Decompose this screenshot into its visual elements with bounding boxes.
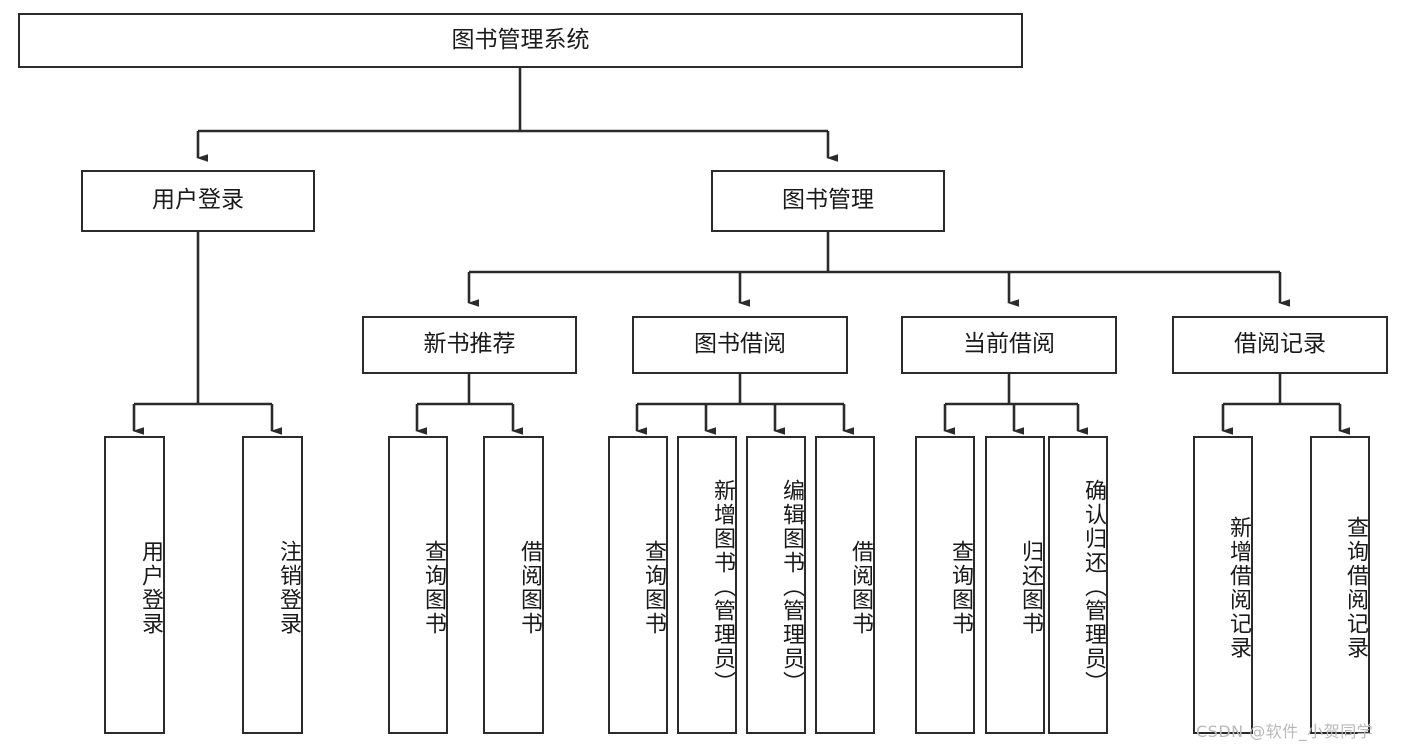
node-label: 借阅记录: [1234, 331, 1326, 358]
leaf-current-borrow-return[interactable]: 归还图书: [985, 436, 1045, 734]
node-label: 查询图书: [421, 540, 446, 636]
node-label: 新增借阅记录: [1226, 516, 1251, 660]
leaf-book-borrow-query[interactable]: 查询图书: [608, 436, 668, 734]
leaf-user-login-signin[interactable]: 用户登录: [104, 436, 165, 734]
node-root-book-management-system[interactable]: 图书管理系统: [18, 13, 1023, 68]
leaf-book-borrow-edit[interactable]: 编辑图书（管理员）: [746, 436, 806, 734]
node-label: 当前借阅: [963, 331, 1055, 358]
node-current-borrow[interactable]: 当前借阅: [901, 316, 1117, 374]
leaf-current-borrow-confirm-return[interactable]: 确认归还（管理员）: [1048, 436, 1108, 734]
leaf-current-borrow-query[interactable]: 查询图书: [915, 436, 975, 734]
leaf-borrow-record-query[interactable]: 查询借阅记录: [1310, 436, 1370, 734]
leaf-borrow-record-add[interactable]: 新增借阅记录: [1193, 436, 1253, 734]
node-book-management[interactable]: 图书管理: [711, 170, 945, 232]
node-new-book-recommend[interactable]: 新书推荐: [362, 316, 577, 374]
node-book-borrow[interactable]: 图书借阅: [632, 316, 848, 374]
node-label: 图书管理系统: [451, 26, 590, 53]
leaf-book-borrow-add[interactable]: 新增图书（管理员）: [677, 436, 737, 734]
leaf-user-login-signout[interactable]: 注销登录: [242, 436, 303, 734]
leaf-book-borrow-borrow[interactable]: 借阅图书: [815, 436, 875, 734]
node-label: 编辑图书（管理员）: [779, 479, 804, 695]
node-label: 新增图书（管理员）: [710, 479, 735, 695]
node-label: 归还图书: [1018, 540, 1043, 636]
leaf-new-book-query[interactable]: 查询图书: [388, 436, 448, 734]
node-label: 查询借阅记录: [1343, 516, 1368, 660]
node-borrow-records[interactable]: 借阅记录: [1172, 316, 1388, 374]
node-label: 查询图书: [641, 540, 666, 636]
node-label: 图书管理: [782, 187, 874, 214]
node-label: 查询图书: [948, 540, 973, 636]
node-label: 用户登录: [152, 187, 244, 214]
node-label: 借阅图书: [848, 540, 873, 636]
node-label: 用户登录: [138, 540, 163, 636]
node-label: 注销登录: [276, 540, 301, 636]
node-label: 图书借阅: [694, 331, 786, 358]
node-label: 借阅图书: [517, 540, 542, 636]
node-user-login[interactable]: 用户登录: [81, 170, 315, 232]
node-label: 确认归还（管理员）: [1081, 479, 1106, 695]
leaf-new-book-borrow[interactable]: 借阅图书: [483, 436, 544, 734]
node-label: 新书推荐: [423, 331, 516, 358]
